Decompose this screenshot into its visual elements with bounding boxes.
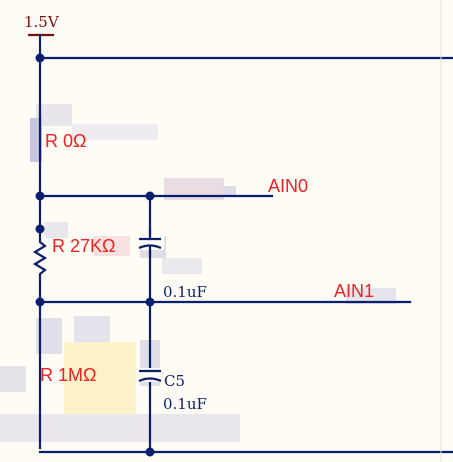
junction-ain0-cap: [145, 191, 155, 201]
junctions: [35, 53, 155, 457]
resistor-27k: [32, 236, 48, 280]
r27k-label: R 27KΩ: [52, 236, 115, 256]
capacitor-c5: [136, 368, 164, 383]
junction-bottom: [145, 447, 155, 457]
r0-label: R 0Ω: [45, 131, 86, 151]
ain1-label: AIN1: [334, 281, 374, 301]
power-label: 1.5V: [24, 13, 60, 31]
junction-ain0-left: [35, 191, 45, 201]
cap-top-value: 0.1uF: [163, 283, 207, 301]
junction-ain1-left: [35, 297, 45, 307]
ain0-label: AIN0: [268, 176, 308, 196]
capacitor-top: [136, 228, 164, 257]
cap-c5-ref: C5: [164, 372, 185, 390]
cap-c5-value: 0.1uF: [163, 395, 207, 413]
pixelation-artifacts: [0, 104, 396, 442]
power-symbol: 1.5V: [24, 13, 60, 60]
junction-r27k-top: [35, 224, 45, 234]
cap-c5-plate-2: [138, 377, 162, 383]
junction-ain1-cap: [145, 297, 155, 307]
resistor-27k-symbol: [32, 236, 48, 280]
junction-top: [35, 53, 45, 63]
r1m-label: R 1MΩ: [40, 365, 96, 385]
